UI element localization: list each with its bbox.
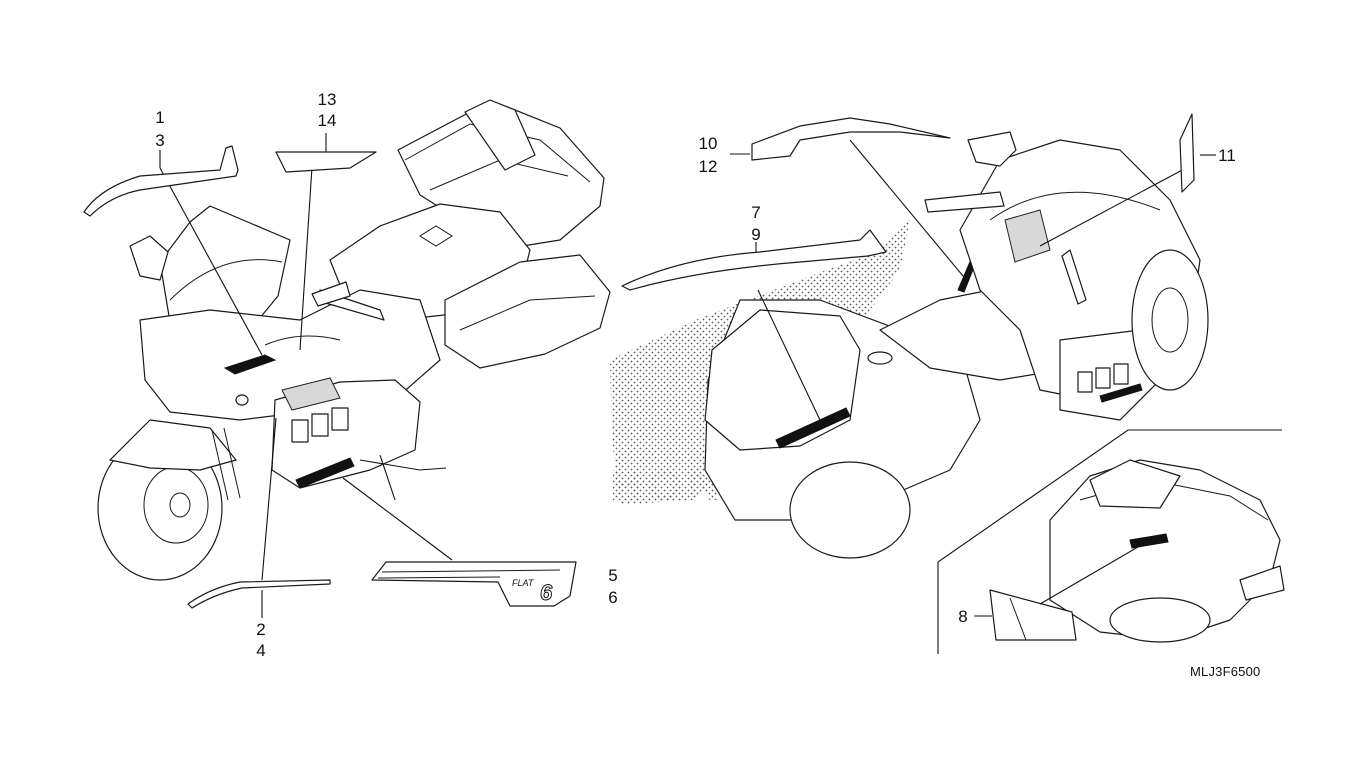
decal-2-4-shape	[187, 579, 331, 609]
callout-5: 5	[608, 566, 618, 585]
motorcycle-left-view	[97, 99, 611, 581]
callout-7: 7	[751, 203, 761, 222]
callout-14: 14	[317, 111, 337, 130]
callout-12: 12	[698, 157, 718, 176]
callout-11: 11	[1218, 146, 1236, 165]
callout-2: 2	[256, 620, 266, 639]
svg-text:FLAT: FLAT	[512, 578, 535, 588]
decal-7-9-shape	[621, 229, 887, 291]
decal-5-6-shape: FLAT 6	[371, 561, 577, 607]
leader-lines-inset	[974, 539, 1151, 617]
callout-9: 9	[751, 225, 761, 244]
callout-1: 1	[155, 108, 165, 127]
svg-text:6: 6	[540, 580, 553, 605]
saddlebag-inset	[1049, 459, 1285, 643]
callout-6: 6	[608, 588, 618, 607]
decal-11-shape	[1179, 113, 1195, 193]
callout-10: 10	[698, 134, 718, 153]
decal-13-14-shape	[275, 151, 377, 173]
decal-1-3-shape	[83, 145, 239, 217]
callout-8: 8	[958, 607, 968, 626]
motorcycle-right-view	[704, 131, 1209, 559]
decal-10-12-shape	[751, 117, 951, 161]
diagram-code: MLJ3F6500	[1190, 664, 1261, 679]
callout-3: 3	[155, 131, 165, 150]
callout-4: 4	[256, 641, 266, 660]
leader-lines-left	[159, 133, 453, 618]
decal-8-inner	[1009, 597, 1027, 641]
callout-13: 13	[317, 90, 337, 109]
inset-frame	[937, 429, 1282, 654]
